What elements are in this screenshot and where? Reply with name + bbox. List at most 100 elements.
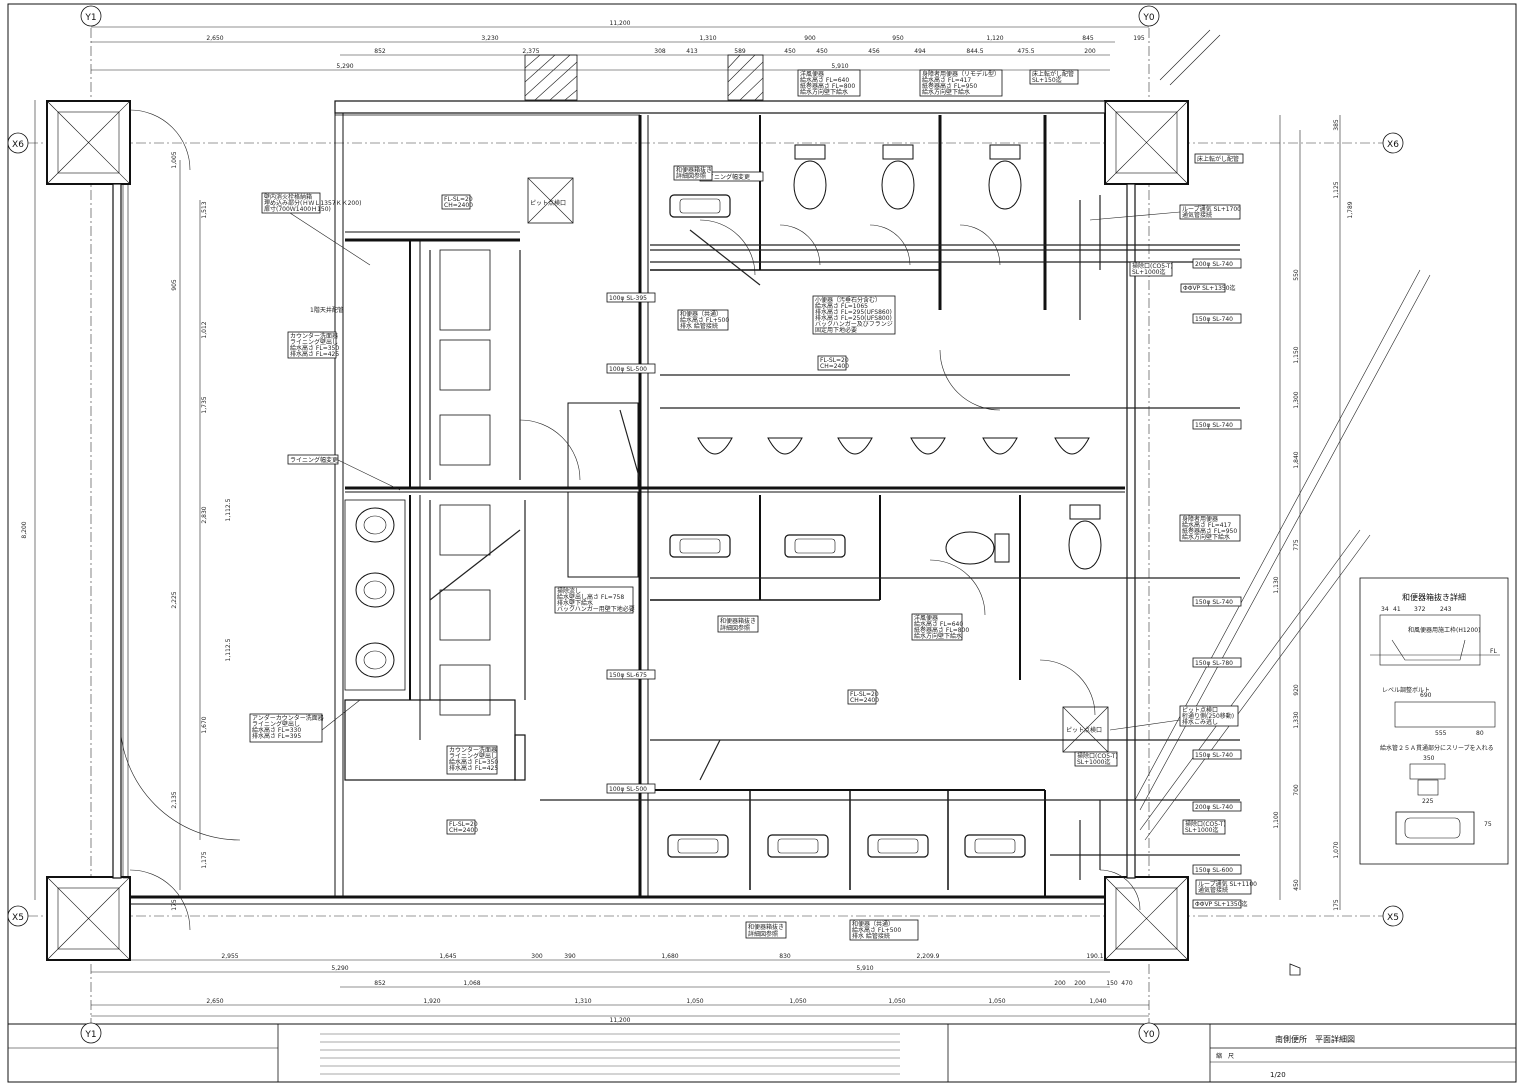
svg-text:和便器（共通）: 和便器（共通） [680,310,722,318]
scale-label: 縮 尺 [1216,1052,1234,1060]
counter-sinks [439,249,491,716]
drawing-name: 南側便所 平面詳細図 [1275,1034,1355,1044]
svg-text:FL: FL [1490,648,1497,655]
note-japanese-toilet-a: 和便器箱抜き 詳細図参照 [673,165,713,181]
note-washroom-cabinet: 壁内消火栓格納箱 埋め込み部分(ＨＷＬ1357ＫＫ200) 扉寸(700Ｗ140… [261,192,361,214]
left-dimension-label: 2,225 [171,591,178,608]
left-dimension-label: 1,670 [201,716,208,733]
svg-text:150φ SL-740: 150φ SL-740 [1195,316,1233,323]
svg-text:固定用下地必要: 固定用下地必要 [815,326,857,334]
svg-text:排水高さ FL=425: 排水高さ FL=425 [449,764,498,772]
svg-text:100φ SL-500: 100φ SL-500 [609,786,647,793]
door-swings [119,109,1141,931]
svg-text:852: 852 [374,48,386,55]
svg-text:2,375: 2,375 [522,48,539,55]
svg-text:150φ SL-780: 150φ SL-780 [1195,660,1233,667]
svg-text:200: 200 [1054,980,1066,987]
svg-text:FL-SL=20: FL-SL=20 [820,357,849,364]
svg-text:5,290: 5,290 [331,965,348,972]
left-dimension-label: 1,735 [201,396,208,413]
right-dimension-label: 385 [1333,119,1340,131]
svg-text:150φ SL-600: 150φ SL-600 [1195,867,1233,874]
svg-text:1,310: 1,310 [699,35,716,42]
note-cleanout-b: 掃除口(CO5-T) SL+1000迄 [1074,751,1118,767]
svg-text:給水壁出し高さ FL=758: 給水壁出し高さ FL=758 [557,593,624,601]
urinal [767,437,803,455]
note-first-floor-ceiling: 1階天井配管 [310,306,344,314]
svg-text:ライニング壁出し: ライニング壁出し [449,752,497,760]
svg-text:1,050: 1,050 [789,998,806,1005]
note-pit-b: ピット点検口 桁通り側(250移動) 排水ごみ逃し [1179,705,1239,727]
title-block: 南側便所 平面詳細図 縮 尺 1/20 [8,1024,1516,1082]
note-floor-drain: 床上転がし配管 SL+150迄 [1029,69,1079,85]
leader-lines [289,211,1181,731]
right-dimension-label: 1,130 [1273,576,1280,593]
note-pipe-vp-a: ΦΦVP SL+1350迄 [1180,283,1236,293]
left-dimension-label: 905 [171,279,178,291]
note-mop-sink: 掃除流し 給水壁出し高さ FL=758 排水壁下給水 バックハンガー用壁下地必要 [554,586,635,614]
svg-text:X5: X5 [1387,913,1399,923]
svg-text:給水管２５Ａ貫通部分にスリーブを入れる: 給水管２５Ａ貫通部分にスリーブを入れる [1380,744,1494,752]
svg-text:ループ通気 SL+1700: ループ通気 SL+1700 [1182,205,1241,213]
svg-text:75: 75 [1484,821,1492,828]
svg-text:紙巻器高さ FL=950: 紙巻器高さ FL=950 [922,82,977,90]
note-western-b: 洋風便器 給水高さ FL=640 紙巻器高さ FL=800 給水方向壁下給水 [911,613,969,641]
svg-text:CH=2400: CH=2400 [449,827,478,834]
svg-text:372: 372 [1414,606,1426,613]
svg-text:350: 350 [1423,755,1435,762]
note-western-remote: 身障者用便器（リモデル型） 給水高さ FL=417 紙巻器高さ FL=950 給… [919,69,1003,97]
detail-box: 和便器箱抜き詳細 34 41 372 243 和風便器用施工枠(H1200) F… [1359,577,1509,865]
svg-text:紙巻器高さ FL=800: 紙巻器高さ FL=800 [914,626,969,634]
svg-text:1,680: 1,680 [661,953,678,960]
svg-text:150: 150 [1106,980,1118,987]
urinal [1054,437,1090,455]
svg-text:1,050: 1,050 [888,998,905,1005]
bottom-dimensions: 2,955 1,645 300 390 1,680 830 2,209.9 19… [91,953,1149,1024]
svg-text:排水壁下給水: 排水壁下給水 [557,599,593,607]
right-dimension-label: 1,330 [1293,711,1300,728]
svg-text:150φ SL-740: 150φ SL-740 [1195,599,1233,606]
svg-text:470: 470 [1121,980,1133,987]
svg-text:ライニング幅変更: ライニング幅変更 [290,456,338,464]
svg-text:和風便器用施工枠(H1200): 和風便器用施工枠(H1200) [1408,626,1480,634]
svg-text:243: 243 [1440,606,1452,613]
svg-text:200: 200 [1084,48,1096,55]
svg-text:床上転がし配管: 床上転がし配管 [1197,155,1239,163]
left-dimension-label: 1,513 [201,201,208,218]
svg-text:ライニング壁出し: ライニング壁出し [290,338,338,346]
svg-text:200: 200 [1074,980,1086,987]
right-dimension-label: 550 [1293,269,1300,281]
note-cleanout-a: 掃除口(CO5-T) SL+1000迄 [1129,261,1173,277]
svg-text:Y0: Y0 [1142,13,1154,23]
right-dimension-label: 450 [1293,879,1300,891]
svg-text:ピット点検口: ピット点検口 [1182,706,1218,714]
note-pipe-150-600: 150φ SL-600 [1192,864,1242,875]
column-top-left [46,100,131,185]
left-dimension-label: 1,112.5 [225,498,232,521]
svg-text:ΦΦVP SL+1350迄: ΦΦVP SL+1350迄 [1195,900,1248,908]
grid-bubble-x6-right: X6 [1382,132,1404,154]
svg-text:排水 給管接続: 排水 給管接続 [852,932,890,940]
top-dimensions: 11,200 2,650 3,230 1,310 900 950 1,120 8… [91,20,1149,71]
svg-text:レベル調整ボルト: レベル調整ボルト [1382,686,1430,694]
svg-text:CH=2400: CH=2400 [820,363,849,370]
note-pipe-150-d: 150φ SL-740 [1192,749,1242,760]
urinal [837,437,873,455]
note-japanese-shared-b: 和便器（共通） 給水高さ FL+500 排水 給管接続 [849,919,919,941]
left-dimension-label: 1,175 [201,851,208,868]
note-pipe-150-b: 150φ SL-740 [1192,419,1242,430]
svg-text:300: 300 [531,953,543,960]
note-pit-a: ピット点検口 [530,199,566,207]
svg-text:洋風便器: 洋風便器 [800,70,824,78]
svg-text:紙巻器高さ FL=800: 紙巻器高さ FL=800 [800,82,855,90]
note-fl-ch-b: FL-SL=20 CH=2400 [817,355,849,371]
svg-text:カウンター洗面器: カウンター洗面器 [449,746,497,754]
svg-text:5,910: 5,910 [856,965,873,972]
svg-text:195: 195 [1133,35,1145,42]
svg-text:150φ SL-740: 150φ SL-740 [1195,752,1233,759]
building-walls [112,100,1136,905]
svg-text:150φ SL-740: 150φ SL-740 [1195,422,1233,429]
right-dimension-label: 1,070 [1333,841,1340,858]
left-dimension-label: 1,005 [171,151,178,168]
grid-bubble-y1-bottom: Y1 [80,1022,102,1044]
